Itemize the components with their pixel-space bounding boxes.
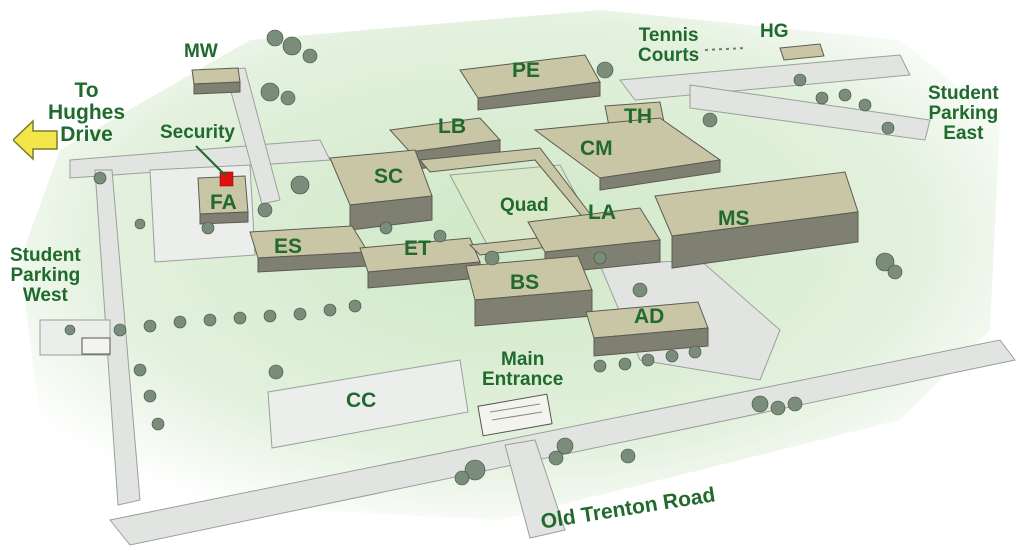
label-pe: PE	[512, 59, 541, 82]
east-parking-road	[689, 84, 931, 141]
label-security: Security	[160, 122, 235, 143]
building-fa	[197, 175, 249, 225]
building-bs	[465, 255, 593, 327]
cc-field	[267, 359, 469, 449]
label-es: ES	[274, 235, 303, 258]
building-cm	[533, 117, 722, 191]
building-mw	[191, 67, 241, 95]
main-entrance-drive	[504, 439, 566, 539]
main-entrance-sign	[477, 393, 553, 437]
building-ad	[585, 301, 709, 357]
label-hg: HG	[760, 21, 789, 42]
building-ms	[654, 171, 859, 269]
security-pointer	[195, 145, 227, 177]
arrow-left-icon	[13, 119, 58, 161]
label-th: TH	[624, 105, 652, 128]
label-to-hughes-drive: To Hughes Drive	[48, 79, 126, 147]
label-bs: BS	[510, 271, 540, 294]
label-et: ET	[404, 237, 431, 260]
label-student-parking-east: Student Parking East	[928, 83, 999, 144]
label-tennis-courts: Tennis Courts	[638, 25, 700, 66]
building-et	[359, 237, 481, 289]
label-cm: CM	[580, 137, 613, 160]
guard-booth	[81, 337, 111, 355]
label-mw: MW	[184, 41, 218, 62]
label-la: LA	[588, 201, 616, 224]
label-lb: LB	[438, 115, 466, 138]
label-ms: MS	[718, 207, 750, 230]
building-es	[249, 225, 369, 273]
square-marker-icon	[219, 171, 234, 187]
label-fa: FA	[210, 191, 237, 214]
label-quad: Quad	[500, 195, 549, 216]
label-ad: AD	[634, 305, 665, 328]
west-access-road	[94, 169, 141, 506]
building-sc	[329, 149, 433, 231]
label-student-parking-west: Student Parking West	[10, 245, 81, 306]
label-main-entrance: Main Entrance	[482, 349, 564, 390]
trees	[64, 29, 903, 486]
building-hg	[779, 43, 825, 61]
label-cc: CC	[346, 389, 377, 412]
building-quad-ring	[419, 147, 611, 256]
label-sc: SC	[374, 165, 404, 188]
building-pe	[459, 54, 601, 111]
